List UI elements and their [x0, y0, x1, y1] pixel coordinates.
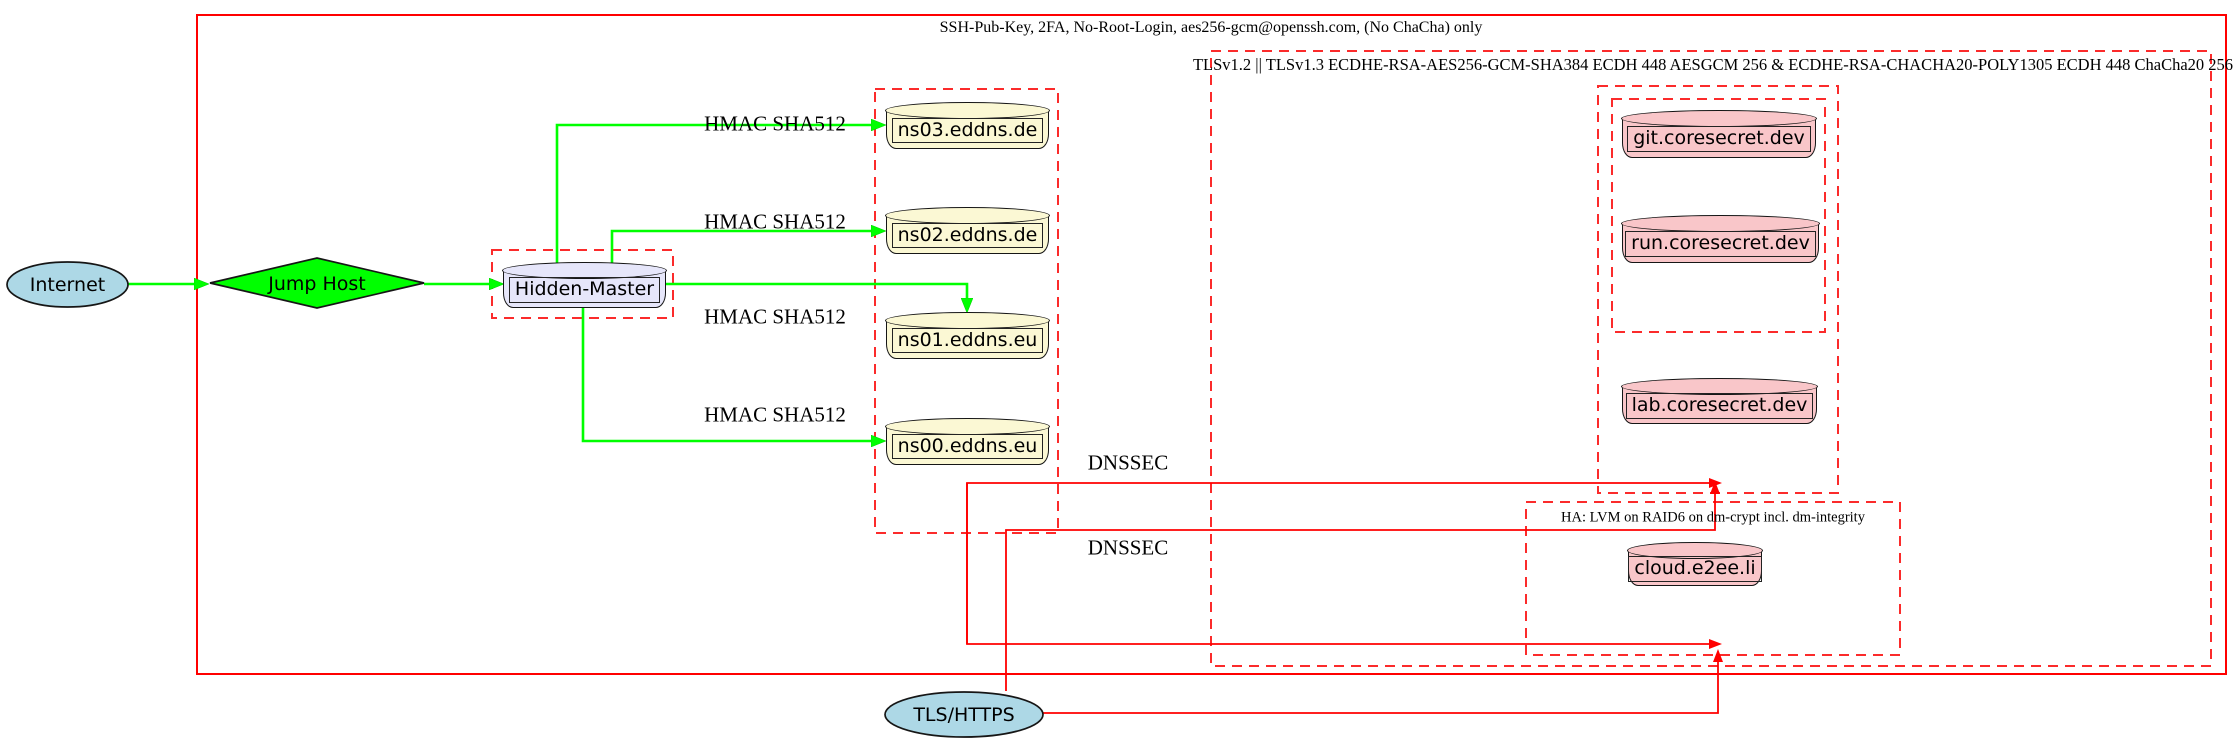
node-label-tls-https: TLS/HTTPS	[913, 704, 1015, 726]
node-git-coresecret: git.coresecret.dev	[1621, 110, 1817, 158]
label-cluster-ssh: SSH-Pub-Key, 2FA, No-Root-Login, aes256-…	[939, 19, 1483, 36]
node-label-jump-host: Jump Host	[268, 273, 366, 295]
edge-dnssec-lower	[966, 483, 1722, 649]
internet-ellipse	[6, 261, 129, 308]
cluster-tls-box	[1210, 50, 2212, 667]
label-dnssec-upper: DNSSEC	[1087, 450, 1169, 475]
label-hmac-ns03: HMAC SHA512	[704, 111, 846, 136]
label-hmac-ns02: HMAC SHA512	[704, 209, 846, 234]
node-ns02: ns02.eddns.de	[885, 207, 1050, 254]
edge-dnssec-upper	[966, 478, 1722, 644]
edge-hiddenmaster-ns03	[555, 125, 872, 263]
node-label-cloud-e2ee: cloud.e2ee.li	[1628, 556, 1762, 582]
tlshttps-ellipse	[884, 691, 1044, 738]
cluster-nameservers-box	[874, 88, 1059, 534]
edge-tlshttps-ha	[1043, 649, 1723, 714]
node-ns00: ns00.eddns.eu	[885, 418, 1050, 465]
node-label-hidden-master: Hidden-Master	[508, 277, 661, 303]
cluster-gitrun-box	[1611, 98, 1826, 333]
cluster-ssh-box	[196, 14, 2227, 675]
node-cloud-e2ee: cloud.e2ee.li	[1627, 542, 1763, 586]
node-label-ns00: ns00.eddns.eu	[891, 433, 1044, 460]
node-label-ns01: ns01.eddns.eu	[891, 327, 1044, 354]
edge-tlshttps-lab	[1005, 481, 1720, 691]
edge-hiddenmaster-ns01	[664, 282, 967, 299]
node-label-internet: Internet	[29, 274, 106, 296]
label-dnssec-lower: DNSSEC	[1087, 535, 1169, 560]
node-ns03: ns03.eddns.de	[885, 102, 1050, 149]
node-lab-coresecret: lab.coresecret.dev	[1621, 378, 1818, 424]
node-label-ns03: ns03.eddns.de	[891, 117, 1044, 144]
jumphost-diamond	[209, 257, 425, 309]
node-hidden-master: Hidden-Master	[502, 262, 667, 308]
node-label-ns02: ns02.eddns.de	[891, 222, 1044, 249]
edge-hiddenmaster-ns00	[581, 306, 872, 441]
label-cluster-tls: TLSv1.2 || TLSv1.3 ECDHE-RSA-AES256-GCM-…	[1192, 55, 2234, 74]
label-hmac-ns01: HMAC SHA512	[704, 304, 846, 329]
node-label-lab-coresecret: lab.coresecret.dev	[1625, 393, 1814, 419]
label-cluster-ha: HA: LVM on RAID6 on dm-crypt incl. dm-in…	[1561, 509, 1865, 526]
node-label-git-coresecret: git.coresecret.dev	[1627, 126, 1811, 152]
node-label-run-coresecret: run.coresecret.dev	[1625, 231, 1816, 257]
node-ns01: ns01.eddns.eu	[885, 312, 1050, 359]
node-run-coresecret: run.coresecret.dev	[1621, 215, 1820, 263]
label-hmac-ns00: HMAC SHA512	[704, 402, 846, 427]
edge-hiddenmaster-ns02	[610, 231, 872, 263]
